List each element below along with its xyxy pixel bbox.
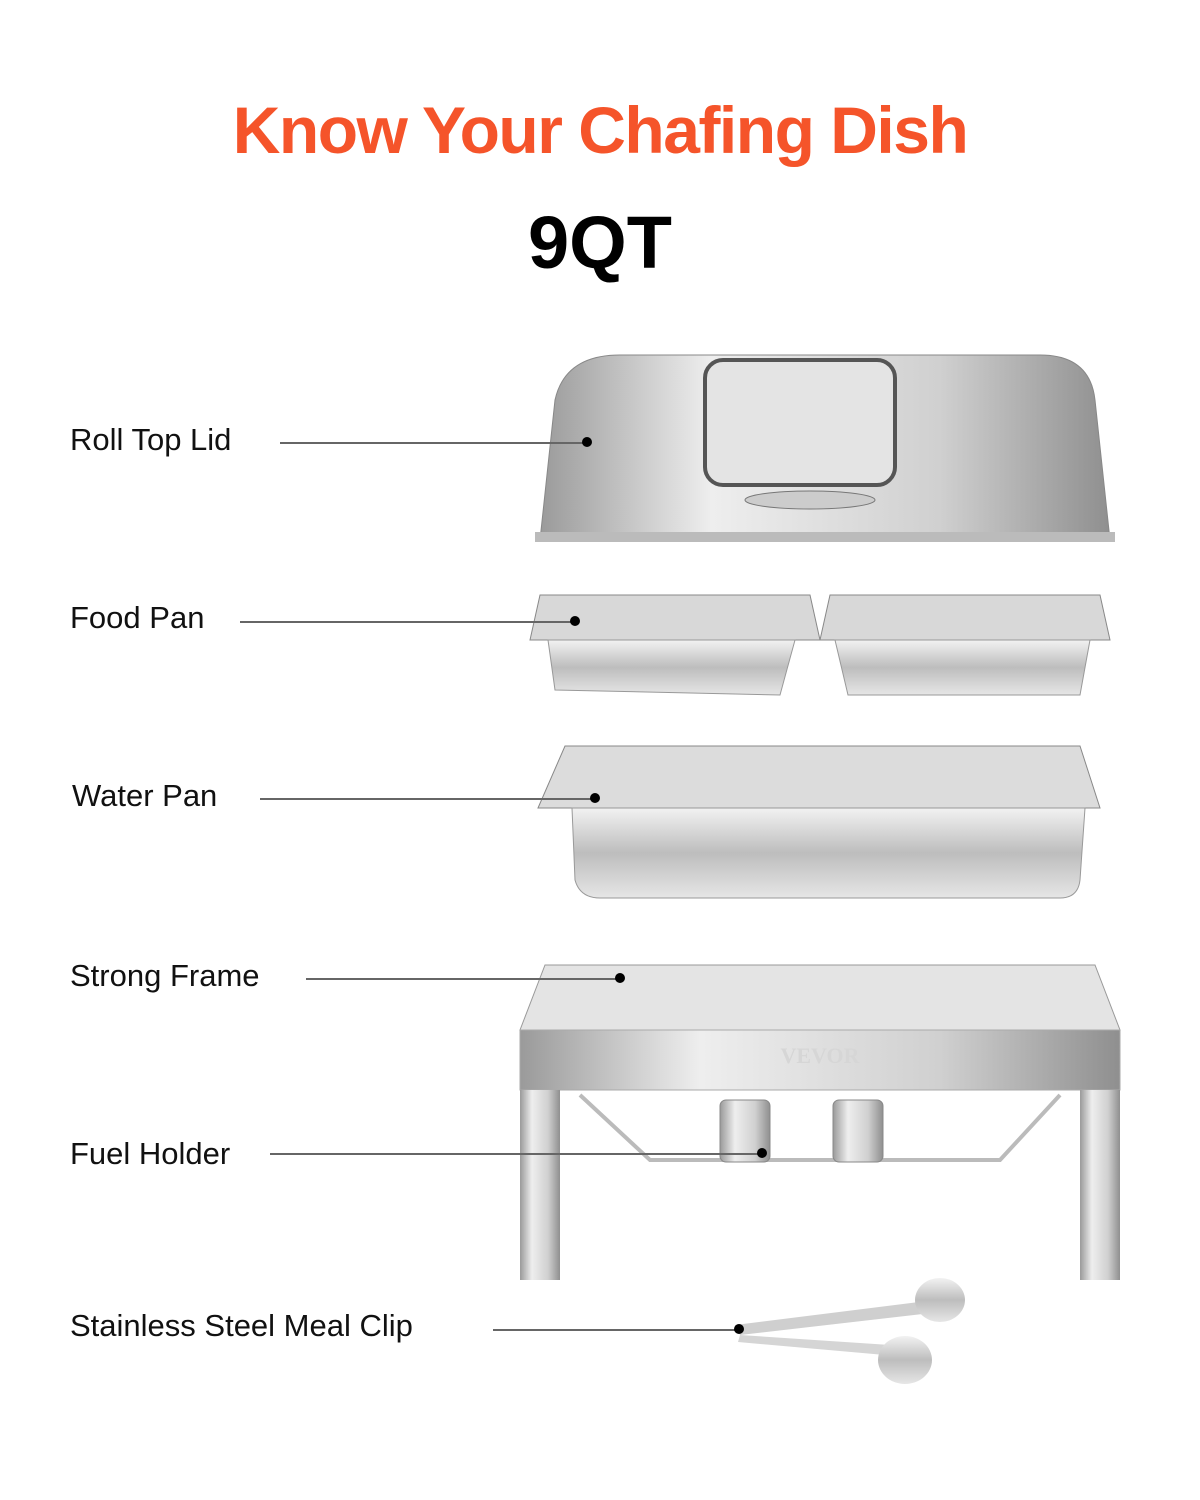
callout-line — [260, 798, 592, 800]
callout-dot — [734, 1324, 744, 1334]
water-pan — [537, 745, 1101, 899]
label-food-pan: Food Pan — [70, 600, 205, 635]
callout-dot — [757, 1148, 767, 1158]
strong-frame: VEVOR — [519, 964, 1121, 1280]
label-fuel-holder: Fuel Holder — [70, 1136, 231, 1171]
callout-line — [270, 1153, 762, 1155]
food-pans — [529, 594, 1111, 696]
callout-line — [280, 442, 585, 444]
roll-top-lid — [535, 354, 1115, 542]
label-roll-top-lid: Roll Top Lid — [70, 422, 232, 457]
page-title: Know Your Chafing Dish — [232, 93, 969, 167]
callout-dot — [570, 616, 580, 626]
callout-dot — [582, 437, 592, 447]
meal-clip — [735, 1278, 965, 1384]
label-water-pan: Water Pan — [72, 778, 218, 813]
label-meal-clip: Stainless Steel Meal Clip — [70, 1308, 413, 1343]
capacity-label: 9QT — [528, 201, 672, 284]
callout-dot — [590, 793, 600, 803]
label-strong-frame: Strong Frame — [70, 958, 260, 993]
callout-line — [240, 621, 572, 623]
callout-dot — [615, 973, 625, 983]
callout-line — [306, 978, 620, 980]
callout-line — [493, 1329, 738, 1331]
brand-mark: VEVOR — [780, 1043, 860, 1068]
